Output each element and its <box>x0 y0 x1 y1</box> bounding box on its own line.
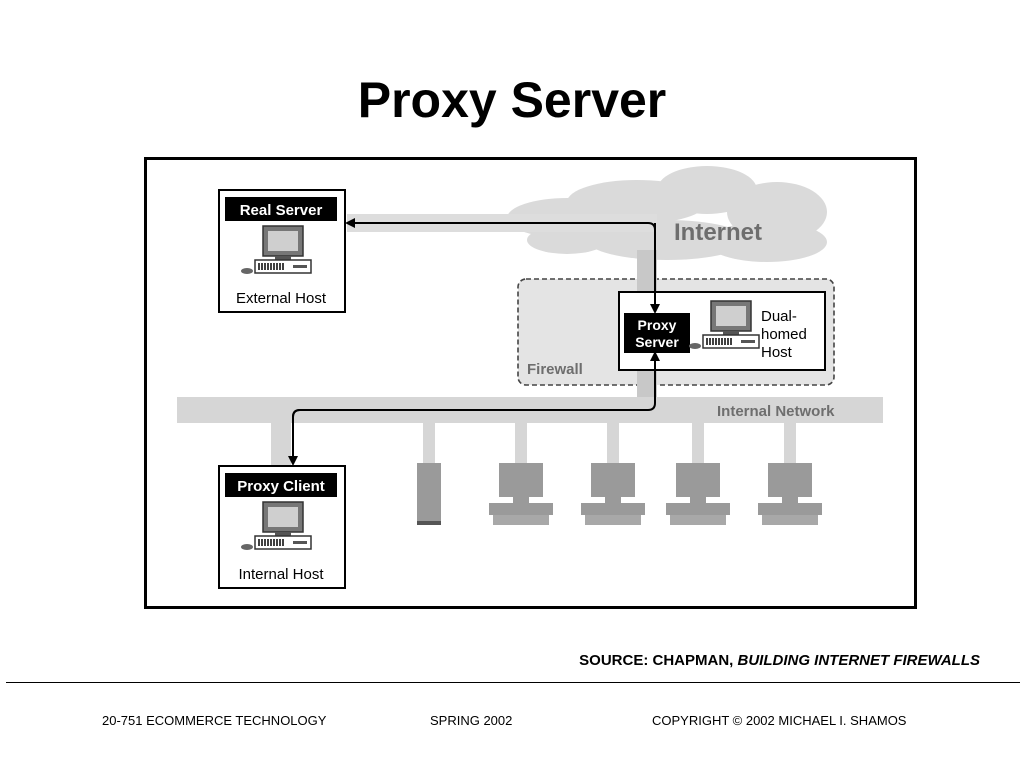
proxy-server-label-line2: Server <box>635 334 679 350</box>
source-citation: SOURCE: CHAPMAN, BUILDING INTERNET FIREW… <box>579 652 980 669</box>
internet-cloud <box>507 166 827 262</box>
real-server-host: Real Server External Host <box>218 189 346 313</box>
internal-network-label: Internal Network <box>717 403 835 420</box>
proxy-server-label-line1: Proxy <box>638 317 677 333</box>
arrow-proxy-to-client <box>288 409 307 466</box>
workstation-icon <box>581 463 645 525</box>
slide-title: Proxy Server <box>357 72 667 128</box>
proxy-server-diagram: Real Server External Host Proxy Client I… <box>144 157 917 609</box>
source-book-title: BUILDING INTERNET FIREWALLS <box>737 652 981 669</box>
workstation-icon <box>666 463 730 525</box>
footer-course: 20-751 ECOMMERCE TECHNOLOGY <box>102 713 327 728</box>
proxy-client-host: Proxy Client Internal Host <box>218 465 346 589</box>
internal-host-caption: Internal Host <box>238 566 324 583</box>
firewall-label: Firewall <box>527 361 583 378</box>
dual-homed-line3: Host <box>761 344 793 361</box>
real-server-label: Real Server <box>240 202 323 219</box>
internet-label: Internet <box>674 219 762 246</box>
footer-copyright: COPYRIGHT © 2002 MICHAEL I. SHAMOS <box>652 713 907 728</box>
dual-homed-line1: Dual- <box>761 308 797 325</box>
footer-term: SPRING 2002 <box>430 713 513 728</box>
workstation-icon <box>489 463 553 525</box>
dual-homed-host: Proxy Server Dual- homed Host <box>618 291 826 371</box>
external-host-caption: External Host <box>236 290 327 307</box>
source-prefix: SOURCE: CHAPMAN, <box>579 652 734 669</box>
footer-divider <box>6 682 1020 683</box>
workstation-icon <box>758 463 822 525</box>
internal-tower <box>417 463 441 525</box>
dual-homed-line2: homed <box>761 326 807 343</box>
proxy-client-label: Proxy Client <box>237 478 325 495</box>
